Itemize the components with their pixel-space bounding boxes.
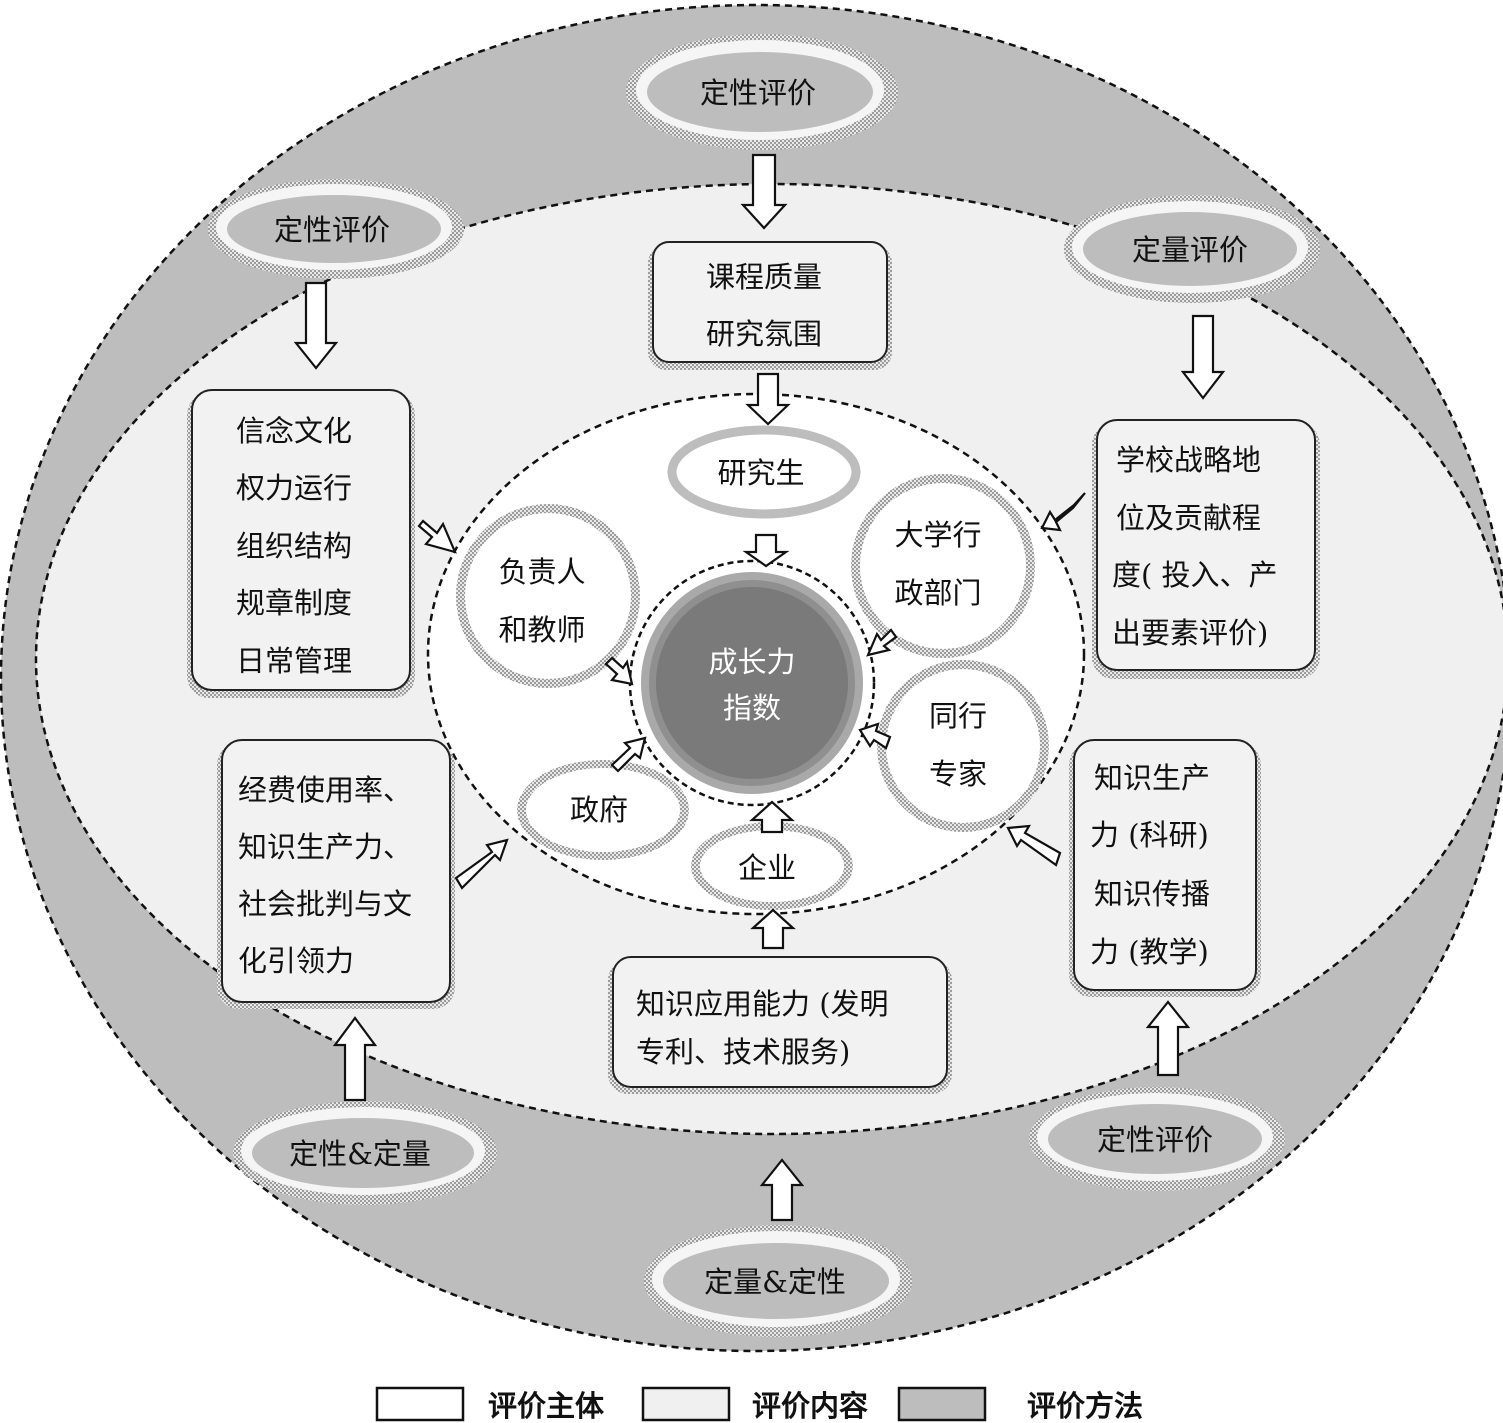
content-culture-line-4: 规章制度 bbox=[236, 586, 352, 620]
arrow-funding-to-subjects bbox=[454, 838, 509, 890]
method-bottom: 定量&定性 bbox=[644, 1225, 912, 1337]
method-upper-right-label: 定量评价 bbox=[1132, 233, 1248, 267]
subject-teachers-line-1: 负责人 bbox=[498, 555, 585, 589]
arrow-lower-left-method-up bbox=[332, 1016, 378, 1102]
subject-peers-line-2: 专家 bbox=[929, 757, 987, 791]
content-funding: 经费使用率、 知识生产力、 社会批判与文 化引领力 bbox=[217, 739, 455, 1009]
legend-label-content: 评价内容 bbox=[752, 1389, 868, 1423]
arrow-graduate-to-center bbox=[742, 533, 790, 568]
legend: 评价主体 评价内容 评价方法 bbox=[375, 1386, 1143, 1423]
content-culture-line-2: 权力运行 bbox=[236, 471, 352, 505]
content-course-line-2: 研究氛围 bbox=[706, 317, 822, 351]
subject-admin-line-2: 政部门 bbox=[894, 576, 981, 610]
subject-government-line-1: 政府 bbox=[570, 793, 628, 827]
legend-label-method: 评价方法 bbox=[1027, 1389, 1143, 1423]
subject-admin-line-1: 大学行 bbox=[894, 518, 981, 552]
method-lower-left: 定性&定量 bbox=[233, 1101, 497, 1205]
content-funding-line-2: 知识生产力、 bbox=[238, 830, 412, 864]
content-course: 课程质量 研究氛围 bbox=[648, 241, 892, 370]
content-knowledge-line-1: 知识生产 bbox=[1094, 761, 1210, 795]
arrow-bottom-method-up bbox=[759, 1158, 805, 1222]
subject-government: 政府 bbox=[517, 760, 689, 860]
content-strategy-line-3: 度( 投入、产 bbox=[1112, 558, 1278, 592]
content-knowledge-line-3: 知识传播 bbox=[1094, 877, 1210, 911]
legend-swatch-subject bbox=[375, 1386, 465, 1422]
arrow-peers-to-center bbox=[858, 722, 892, 750]
arrow-lower-right-method-up bbox=[1145, 1000, 1191, 1077]
arrow-knowledge-to-subjects bbox=[1006, 824, 1062, 867]
content-culture-line-3: 组织结构 bbox=[236, 529, 352, 563]
arrow-top-method-down bbox=[740, 153, 788, 230]
subject-graduate-line-1: 研究生 bbox=[717, 456, 804, 490]
content-strategy-line-4: 出要素评价) bbox=[1112, 616, 1268, 650]
method-bottom-label: 定量&定性 bbox=[704, 1265, 846, 1299]
arrow-strategy-to-subjects bbox=[1040, 492, 1086, 532]
subject-peers: 同行 专家 bbox=[877, 660, 1049, 832]
content-funding-line-1: 经费使用率、 bbox=[238, 773, 412, 807]
subject-enterprise-line-1: 企业 bbox=[738, 851, 796, 885]
arrow-teachers-to-center bbox=[604, 656, 634, 686]
content-knowledge: 知识生产 力 (科研) 知识传播 力 (教学) bbox=[1069, 739, 1261, 997]
method-upper-left-label: 定性评价 bbox=[274, 213, 390, 247]
arrow-culture-to-subjects bbox=[417, 519, 457, 554]
subject-enterprise: 企业 bbox=[691, 822, 853, 910]
content-knowledge-line-2: 力 (科研) bbox=[1090, 818, 1209, 852]
method-lower-right: 定性评价 bbox=[1029, 1087, 1285, 1191]
subject-teachers-line-2: 和教师 bbox=[498, 613, 585, 647]
content-application-line-2: 专利、技术服务) bbox=[636, 1035, 850, 1069]
content-culture-line-1: 信念文化 bbox=[236, 414, 352, 448]
center-line-1: 成长力 bbox=[708, 645, 795, 679]
arrow-course-to-graduate bbox=[745, 372, 791, 426]
content-funding-line-3: 社会批判与文 bbox=[238, 887, 412, 921]
content-funding-line-4: 化引领力 bbox=[238, 944, 354, 978]
method-lower-left-label: 定性&定量 bbox=[289, 1137, 431, 1171]
legend-label-subject: 评价主体 bbox=[488, 1389, 605, 1423]
arrow-admin-to-center bbox=[866, 628, 898, 657]
subject-peers-line-1: 同行 bbox=[929, 699, 987, 733]
method-top-label: 定性评价 bbox=[700, 76, 816, 110]
content-culture: 信念文化 权力运行 组织结构 规章制度 日常管理 bbox=[187, 389, 415, 698]
subject-teachers: 负责人 和教师 bbox=[456, 504, 640, 688]
content-application: 知识应用能力 (发明 专利、技术服务) bbox=[608, 956, 952, 1094]
legend-swatch-content bbox=[641, 1386, 731, 1422]
center-line-2: 指数 bbox=[723, 691, 781, 725]
method-lower-right-label: 定性评价 bbox=[1097, 1123, 1213, 1157]
arrow-application-to-enterprise bbox=[750, 908, 796, 950]
content-knowledge-line-4: 力 (教学) bbox=[1090, 935, 1209, 969]
arrow-upper-left-method-down bbox=[293, 281, 339, 370]
content-application-line-1: 知识应用能力 (发明 bbox=[636, 987, 889, 1021]
subject-graduate: 研究生 bbox=[667, 425, 861, 519]
legend-swatch-method bbox=[897, 1386, 987, 1422]
method-upper-right: 定量评价 bbox=[1064, 195, 1320, 303]
subject-admin: 大学行 政部门 bbox=[851, 474, 1035, 658]
method-top: 定性评价 bbox=[626, 34, 898, 150]
content-strategy-line-2: 位及贡献程 bbox=[1116, 501, 1261, 535]
growth-index-center: 成长力 指数 bbox=[641, 572, 863, 794]
arrow-enterprise-to-center bbox=[749, 800, 795, 834]
arrow-upper-right-method-down bbox=[1180, 314, 1226, 400]
content-course-line-1: 课程质量 bbox=[706, 260, 822, 294]
method-upper-left: 定性评价 bbox=[208, 179, 464, 279]
arrow-government-to-center bbox=[610, 736, 647, 773]
content-strategy-line-1: 学校战略地 bbox=[1116, 443, 1261, 477]
content-culture-line-5: 日常管理 bbox=[236, 644, 352, 678]
content-strategy: 学校战略地 位及贡献程 度( 投入、产 出要素评价) bbox=[1092, 419, 1320, 679]
